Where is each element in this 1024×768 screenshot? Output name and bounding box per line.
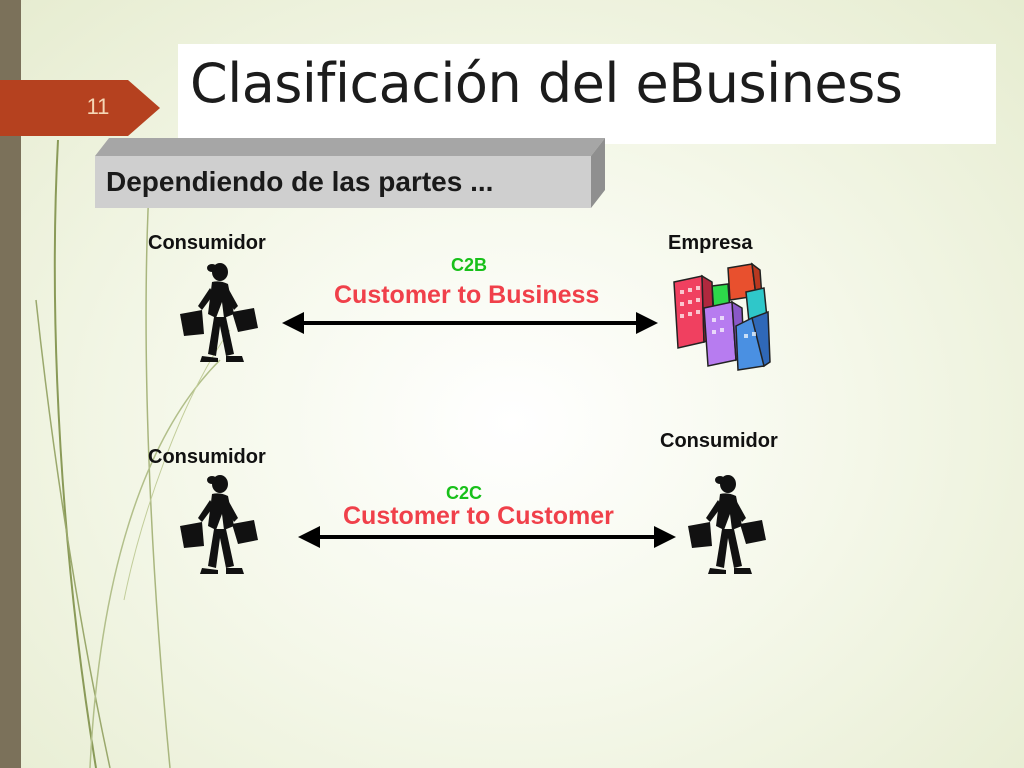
shopper-icon <box>180 475 258 574</box>
c2c-relation: Customer to Customer <box>343 502 614 530</box>
double-arrow-icon <box>298 526 676 548</box>
slide-title: Clasificación del eBusiness <box>190 52 903 115</box>
c2c-code: C2C <box>446 483 483 503</box>
double-arrow-icon <box>282 312 658 334</box>
c2b-left-label: Consumidor <box>148 232 266 254</box>
buildings-icon <box>673 262 771 371</box>
left-decor-bar <box>0 0 21 768</box>
c2b-right-label: Empresa <box>668 232 753 254</box>
slide-subtitle: Dependiendo de las partes ... <box>106 166 494 197</box>
slide-number-tab <box>0 80 160 136</box>
shopper-icon <box>180 263 258 362</box>
shopper-icon <box>688 475 766 574</box>
c2b-code: C2B <box>451 255 488 275</box>
title-box <box>178 44 996 144</box>
subtitle-box <box>95 138 605 208</box>
background-swoosh-lines <box>35 139 231 768</box>
slide-number: 11 <box>86 94 110 119</box>
c2b-relation: Customer to Business <box>334 281 600 309</box>
c2c-left-label: Consumidor <box>148 446 266 468</box>
c2c-right-label: Consumidor <box>660 430 778 452</box>
